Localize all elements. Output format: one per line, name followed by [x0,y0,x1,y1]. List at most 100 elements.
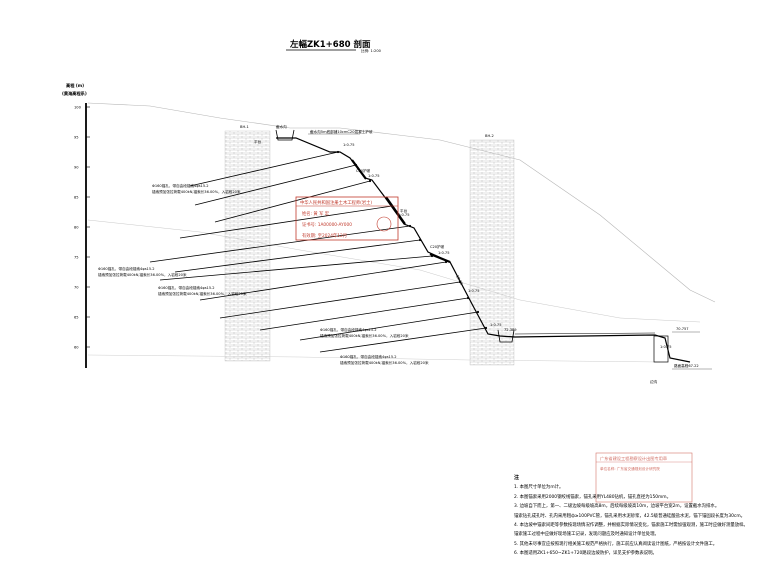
anchor-label-1: Φ160锚孔，带自由段锚索4φs15.2 锚索预加张拉荷载400kN,锚索长36… [152,183,241,194]
note-item: 1. 本图尺寸单位为m计。 [514,485,564,491]
elevation-tick-label: 100 [74,105,82,109]
c20-label-b: C20护坡 [430,244,445,249]
elevation-tick-label: 80 [74,225,79,229]
drain-ditch-top [275,129,295,141]
svg-text:有效期: 至2024年12月: 有效期: 至2024年12月 [302,232,347,239]
elevation-tick-label: 95 [74,135,79,139]
slope-ratio-label: 1:0.75 [438,251,450,255]
slope-ratio-label: 1:0.75 [468,289,480,293]
anchor-head [336,150,340,154]
svg-text:Φ160锚孔，带自由段锚索4φs15.2: Φ160锚孔，带自由段锚索4φs15.2 [340,354,397,359]
anchor-rod [219,281,461,319]
svg-text:证书号: 1A00000-AY000: 证书号: 1A00000-AY000 [302,221,352,228]
drawing-title: 左幅ZK1+680 剖面 [289,39,371,50]
anchor-rod [174,239,421,273]
anchor-head [476,310,480,314]
note-item: 锚索施工过程中应做好现场施工记录，发现问题应及时通知设计单位处理。 [514,532,659,538]
elevation-tick-label: 75 [74,255,79,259]
svg-text:中华人民共和国注册土木工程师(岩土): 中华人民共和国注册土木工程师(岩土) [300,199,372,206]
slope-ratio-label: 1:0.75 [343,143,355,147]
anchor-rod [214,180,371,223]
svg-text:锚索预加张拉荷载400kN,锚索长36.00%，入岩段20米: 锚索预加张拉荷载400kN,锚索长36.00%，入岩段20米 [320,333,409,338]
rock-layer-line-2 [87,354,661,363]
anchor-rod [159,255,433,281]
anchor-rod [179,205,393,239]
design-unit-stamp: 广东省建设工程勘察设计出图专用章 单位名称: 广东省交通规划设计研究院 [595,452,693,503]
svg-text:单位名称: 广东省交通规划设计研究院: 单位名称: 广东省交通规划设计研究院 [600,466,660,471]
slope-ratio-label: 1:0.75 [490,323,502,327]
anchor-head [418,238,422,242]
rock-layer-line [87,219,701,323]
c20-label-a: C20护坡 [356,168,371,173]
top-note: 截水沟5m底部铺10cmC20混凝土护坡 [310,129,373,134]
anchor-rods [149,150,488,353]
svg-text:锚索预加张拉荷载400kN,锚索长36.00%，入岩段20米: 锚索预加张拉荷载400kN,锚索长36.00%，入岩段20米 [98,272,187,277]
elevation-tick-label: 85 [74,195,79,199]
anchor-head [484,326,488,330]
svg-text:锚索预加张拉荷载400kN,锚索长36.00%，入岩段20米: 锚索预加张拉荷载400kN,锚索长36.00%，入岩段20米 [340,360,429,365]
slope-ratio-label: 1:0.75 [368,174,380,178]
slope-protection-slab [351,159,451,264]
borehole-column-right [469,139,515,366]
svg-text:Φ160锚孔，带自由段锚索4φs15.2: Φ160锚孔，带自由段锚索4φs15.2 [158,285,215,290]
slope-ratio-labels: 1:0.75 1:0.75 1:0.75 1:0.75 1:0.75 1:0.75 1:0.… [343,143,672,349]
retaining-wall [653,335,669,363]
note-item: 5. 其他未尽事宜应按照现行相关施工规范严格执行，施工前应认真阅读设计图纸，严格… [514,541,718,547]
svg-text:Φ160锚孔，带自由段锚索4φs15.2: Φ160锚孔，带自由段锚索4φs15.2 [152,183,209,188]
note-item: 2. 本图锚索采用2000钢绞线锚索，锚孔采用YL480钻机，锚孔直径为150m… [514,494,671,500]
anchor-head [466,296,470,300]
drain-label: 截水沟 [276,124,287,129]
elevation-tick-label: 90 [74,165,79,169]
original-ground-line [87,102,716,303]
anchor-rod [319,327,487,353]
anchor-rod [189,151,339,187]
anchor-head [408,224,412,228]
road-elevation: 路面高程67.22 [674,363,699,368]
anchor-rod [299,311,479,341]
anchor-head [444,260,448,264]
elevation-tick-label: 60 [74,345,79,349]
anchor-head [354,163,358,167]
platform-label-a: 平台 [254,139,262,144]
svg-text:BH-2: BH-2 [485,134,494,138]
elevation-72: 72.389 [504,328,517,332]
anchor-rod [149,225,411,263]
design-notes: 注 1. 本图尺寸单位为m计。 2. 本图锚索采用2000钢绞线锚索，锚孔采用Y… [514,474,760,559]
platform-label-b: 平台 [400,208,408,213]
anchor-label-3: Φ160锚孔，带自由段锚索4φs15.2 锚索预加张拉荷载400kN,锚索长36… [158,285,247,296]
drain-ditch-bottom [497,329,515,343]
anchor-rod [199,261,447,301]
elevation-ticks: 100 95 90 85 80 75 70 65 60 [74,105,90,349]
elevation-label: 高程 (m) [66,82,84,89]
svg-text:BH-1: BH-1 [240,125,249,129]
notes-header: 注 [514,475,520,481]
svg-text:Φ160锚孔，带自由段锚索4φs15.2: Φ160锚孔，带自由段锚索4φs15.2 [98,266,155,271]
elevation-tick-label: 65 [74,315,79,319]
anchor-label-5: Φ160锚孔，带自由段锚索4φs15.2 锚索预加张拉荷载400kN,锚索长36… [340,354,429,365]
engineer-stamp: 中华人民共和国注册土木工程师(岩土) 姓名: 黄 军 宏 证书号: 1A0000… [295,196,399,241]
anchor-head [368,179,372,183]
anchor-label-4: Φ160锚孔，带自由段锚索4φs15.2 锚索预加张拉荷载400kN,锚索长36… [320,327,409,338]
svg-text:广东省建设工程勘察设计出图专用章: 广东省建设工程勘察设计出图专用章 [600,455,667,462]
anchor-head [430,254,434,258]
note-item: 锚索钻孔成孔时、孔内采用粗ф≥100PVC管，锚孔采用水泥砂浆，42.5级普通硅… [514,513,745,519]
anchor-rod [259,297,469,331]
slope-ratio-label: 1:0.75 [398,213,410,217]
svg-text:锚索预加张拉荷载400kN,锚索长36.00%，入岩段20米: 锚索预加张拉荷载400kN,锚索长36.00%，入岩段20米 [158,291,247,296]
svg-text:Φ160锚孔，带自由段锚索4φs15.2: Φ160锚孔，带自由段锚索4φs15.2 [320,327,377,332]
elevation-system: (黄海高程系) [62,90,87,97]
note-item: 6. 本图适用ZK1+650~ZK1+720路段边坡防护，详见支护参数表说明。 [514,551,657,557]
svg-text:姓名: 黄 军 宏: 姓名: 黄 军 宏 [302,210,330,217]
anchor-label-2: Φ160锚孔，带自由段锚索4φs15.2 锚索预加张拉荷载400kN,锚索长36… [98,266,187,277]
slope-ratio-label: 1:0.75 [660,345,672,349]
elevation-tick-label: 70 [74,285,79,289]
note-item: 4. 本边坡中锚索间距等参数按现场情况作调整，并根据实际情况变化，锚索施工时需加… [514,523,748,529]
elevation-70: 70.757 [676,327,689,331]
side-ditch-label: 边沟 [650,379,658,384]
svg-text:锚索预加张拉荷载400kN,锚索长36.00%，入岩段20米: 锚索预加张拉荷载400kN,锚索长36.00%，入岩段20米 [152,189,241,194]
slope-dimension: 10.00 [455,275,464,287]
scale-label: 比例: 1:200 [361,48,382,53]
anchor-head [458,280,462,284]
note-item: 3. 边坡自下而上，第一、二级边坡每级坡高8m，后续每级坡高10m，边坡平台宽2… [514,504,720,510]
